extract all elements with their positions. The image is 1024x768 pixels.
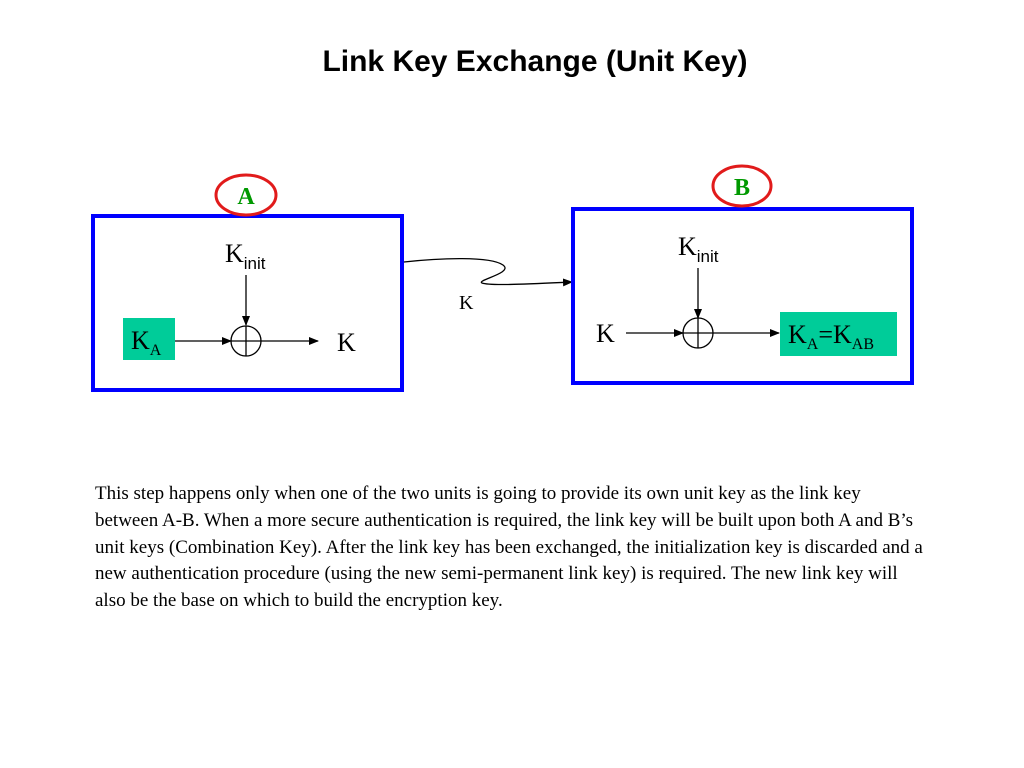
link-key-label: K (459, 292, 474, 314)
device-b-xor-symbol (682, 317, 714, 349)
device-b-kinit: Kinit (678, 232, 719, 266)
device-a-key: KA (131, 326, 162, 359)
device-b-label: B (734, 175, 750, 201)
link-wavy-arrow (403, 257, 573, 287)
device-a-output: K (337, 328, 356, 357)
device-b-result: KA=KAB (788, 320, 874, 353)
device-a-xor-symbol (230, 325, 262, 357)
device-b-box (571, 207, 914, 385)
device-a-label: A (237, 184, 255, 210)
device-b-input: K (596, 319, 615, 348)
link: K (403, 257, 573, 314)
page-title: Link Key Exchange (Unit Key) (322, 45, 748, 78)
device-b-result-box (780, 312, 897, 356)
description-paragraph: This step happens only when one of the t… (95, 483, 923, 612)
device-a: A Kinit KA K (91, 173, 404, 392)
device-a-key-box (123, 318, 175, 360)
device-a-label-circle (214, 173, 278, 217)
device-a-kinit: Kinit (225, 239, 266, 273)
device-a-box (91, 214, 404, 392)
device-b-label-circle (711, 164, 773, 208)
device-b: B Kinit K KA=KAB (571, 164, 914, 385)
